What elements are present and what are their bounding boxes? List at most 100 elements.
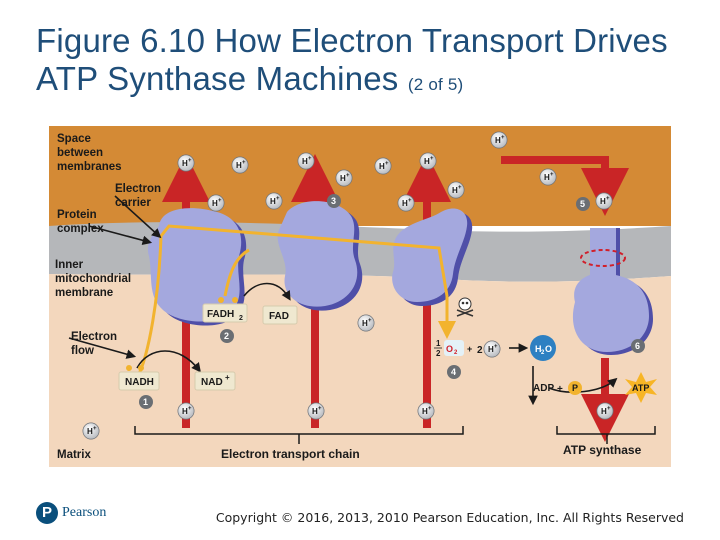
ion-h: H <box>422 407 428 416</box>
plus-1: + <box>467 344 472 354</box>
ion-plus: + <box>276 196 280 202</box>
fad-box: FAD <box>262 305 298 325</box>
pearson-logo-icon: P <box>36 502 58 524</box>
label-electron-carrier-1: Electron <box>115 183 161 195</box>
label-matrix: Matrix <box>57 449 91 461</box>
label-protein-complex-2: complex <box>57 223 104 235</box>
ion-h: H <box>340 174 346 183</box>
atp-reaction: ADP + P ATP <box>533 372 657 403</box>
ion-plus: + <box>385 161 389 167</box>
phosphate-label: P <box>572 383 578 393</box>
ion-plus: + <box>458 185 462 191</box>
label-inner-membrane-3: membrane <box>55 287 113 299</box>
ion-h: H <box>182 407 188 416</box>
step-5: 5 <box>580 199 585 209</box>
ion-plus: + <box>607 406 611 412</box>
ion-h: H <box>600 197 606 206</box>
ion-h: H <box>402 199 408 208</box>
ion-plus: + <box>93 426 97 432</box>
ion-plus: + <box>606 196 610 202</box>
ion-plus: + <box>218 198 222 204</box>
title-main: Figure 6.10 How Electron Transport Drive… <box>36 22 668 97</box>
fadh2-label: FADH <box>207 309 234 320</box>
brackets <box>134 426 656 444</box>
oxygen-group: 1 2 O 2 + 2 H 2 O <box>434 335 556 361</box>
nad-label: NAD <box>201 377 223 388</box>
fadh2-subscript: 2 <box>239 315 243 322</box>
protein-complex-1 <box>147 208 247 326</box>
page-title: Figure 6.10 How Electron Transport Drive… <box>36 22 696 104</box>
ion-plus: + <box>428 406 432 412</box>
electron-flow-path <box>135 224 456 379</box>
ion-h: H <box>424 157 430 166</box>
ion-plus: + <box>308 156 312 162</box>
title-suffix: (2 of 5) <box>407 75 464 94</box>
label-inner-membrane-2: mitochondrial <box>55 273 131 285</box>
step-4: 4 <box>451 367 456 377</box>
adp-label: ADP <box>533 383 554 394</box>
copyright-notice: Copyright © 2016, 2013, 2010 Pearson Edu… <box>215 510 684 525</box>
step-badges: 1 2 3 4 5 6 <box>139 194 645 409</box>
ion-plus: + <box>494 344 498 350</box>
ion-h: H <box>544 173 550 182</box>
ion-h: H <box>312 407 318 416</box>
step-3: 3 <box>331 196 336 206</box>
nadh-label: NADH <box>125 377 154 388</box>
reaction-arrows <box>68 195 618 406</box>
step-6: 6 <box>635 341 640 351</box>
fadh2-box: FADH 2 <box>202 297 248 323</box>
ion-plus: + <box>368 318 372 324</box>
ion-group: H+ H+ H+ H+ H+ H+ H+ H+ H+ H+ H+ H+ H+ H… <box>82 131 614 440</box>
ion-h: H <box>236 161 242 170</box>
plus-2: + <box>557 384 563 395</box>
label-protein-complex-1: Protein <box>57 209 97 221</box>
h2o-subscript: 2 <box>541 350 545 356</box>
ion-h: H <box>601 407 607 416</box>
o2-subscript: 2 <box>454 350 458 356</box>
electron-transport-diagram: Space between membranes Electron carrier… <box>49 126 671 467</box>
label-electron-carrier-2: carrier <box>115 197 151 209</box>
label-space-between-2: between <box>57 147 103 159</box>
label-electron-transport-chain: Electron transport chain <box>221 447 360 461</box>
ion-h: H <box>182 159 188 168</box>
o2-label: O <box>446 344 453 354</box>
intermembrane-space-region <box>49 126 671 226</box>
fad-label: FAD <box>269 311 289 322</box>
nadh-box: NADH <box>118 365 160 391</box>
ion-h: H <box>87 427 93 436</box>
nad-box: NAD + <box>194 371 236 391</box>
ion-plus: + <box>318 406 322 412</box>
ion-plus: + <box>550 172 554 178</box>
pearson-logo-text: Pearson <box>62 505 107 520</box>
h2o-label: H <box>535 344 542 354</box>
ion-h: H <box>270 197 276 206</box>
label-electron-flow-2: flow <box>71 345 94 357</box>
ion-h: H <box>488 345 494 354</box>
step-1: 1 <box>143 397 148 407</box>
half-numerator: 1 <box>436 339 441 348</box>
ion-plus: + <box>188 406 192 412</box>
ion-h: H <box>379 162 385 171</box>
protein-complex-3 <box>392 208 473 306</box>
ion-plus: + <box>408 198 412 204</box>
ion-plus: + <box>188 158 192 164</box>
ion-h: H <box>362 319 368 328</box>
ion-h: H <box>452 186 458 195</box>
ion-plus: + <box>242 160 246 166</box>
label-space-between-3: membranes <box>57 161 122 173</box>
label-atp-synthase: ATP synthase <box>563 443 642 457</box>
nad-plus-sign: + <box>225 373 230 382</box>
label-space-between-1: Space <box>57 133 91 145</box>
two-coefficient: 2 <box>477 345 483 356</box>
ion-plus: + <box>346 173 350 179</box>
ion-plus: + <box>430 156 434 162</box>
poison-icon <box>456 297 474 317</box>
pearson-logo: P Pearson <box>36 502 106 524</box>
label-inner-membrane-1: Inner <box>55 259 84 271</box>
protein-complex-2 <box>277 201 363 311</box>
h2o-o-label: O <box>545 344 552 354</box>
step-2: 2 <box>224 331 229 341</box>
label-electron-flow-1: Electron <box>71 331 117 343</box>
atp-label: ATP <box>632 383 649 393</box>
ion-h: H <box>212 199 218 208</box>
